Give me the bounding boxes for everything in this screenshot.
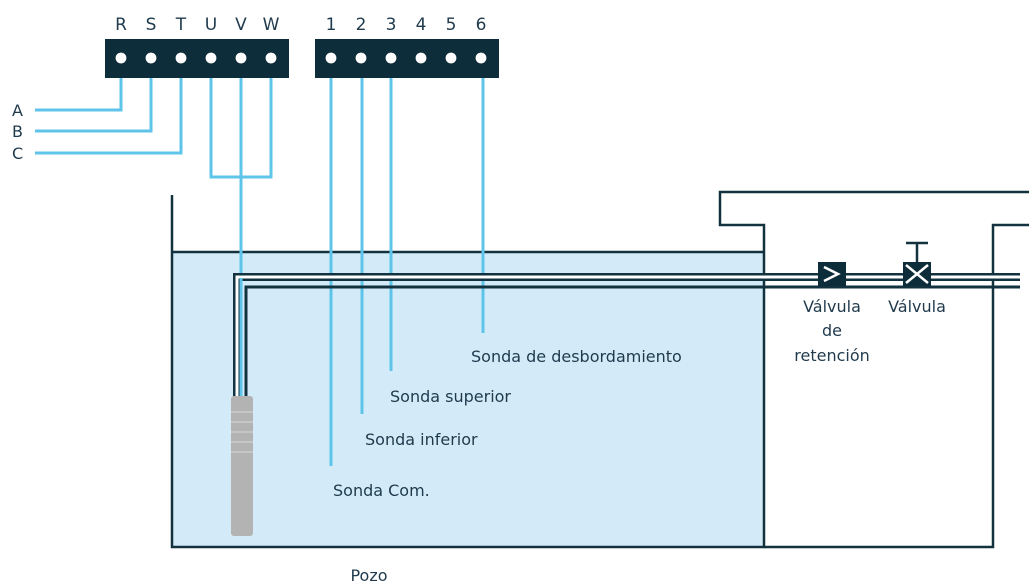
probe-wires bbox=[329, 68, 485, 466]
terminal-3-screw bbox=[384, 51, 398, 65]
terminal-label-r: R bbox=[115, 15, 127, 35]
terminal-1-screw bbox=[324, 51, 338, 65]
power-terminal-labels: R S T U V W bbox=[115, 15, 280, 35]
tank-structure bbox=[718, 190, 1029, 549]
terminal-label-t: T bbox=[175, 15, 187, 35]
terminal-5-screw bbox=[444, 51, 458, 65]
terminal-label-s: S bbox=[146, 15, 157, 35]
terminal-label-4: 4 bbox=[416, 15, 427, 35]
probe-terminal-labels: 1 2 3 4 5 6 bbox=[326, 15, 487, 35]
check-valve-label: Válvula de retención bbox=[794, 297, 870, 365]
phase-labels: A B C bbox=[12, 101, 23, 163]
well-water bbox=[172, 252, 764, 547]
terminal-s-screw bbox=[144, 51, 158, 65]
well-label: Pozo bbox=[350, 566, 387, 583]
phase-label-a: A bbox=[12, 101, 23, 120]
common-probe-label: Sonda Com. bbox=[333, 481, 430, 500]
lower-probe-label: Sonda inferior bbox=[365, 430, 478, 449]
terminal-t-screw bbox=[174, 51, 188, 65]
terminal-u-screw bbox=[204, 51, 218, 65]
submersible-pump-icon bbox=[231, 396, 253, 536]
check-valve-label-line-2: de bbox=[822, 321, 842, 340]
terminal-w-screw bbox=[264, 51, 278, 65]
terminal-2-screw bbox=[354, 51, 368, 65]
phase-wires bbox=[35, 68, 183, 155]
well-walls bbox=[170, 195, 766, 549]
terminal-label-3: 3 bbox=[386, 15, 397, 35]
terminal-v-screw bbox=[234, 51, 248, 65]
check-valve-label-line-3: retención bbox=[794, 346, 870, 365]
phase-label-c: C bbox=[12, 144, 23, 163]
check-valve-icon bbox=[818, 262, 846, 286]
terminal-label-v: V bbox=[235, 15, 247, 35]
terminal-label-6: 6 bbox=[476, 15, 487, 35]
check-valve-label-line-1: Válvula bbox=[803, 297, 861, 316]
terminal-label-2: 2 bbox=[356, 15, 367, 35]
motor-wires bbox=[209, 68, 273, 278]
discharge-pipe bbox=[233, 273, 1020, 398]
terminal-label-5: 5 bbox=[446, 15, 457, 35]
valve-label: Válvula bbox=[888, 297, 946, 316]
terminal-6-screw bbox=[474, 51, 488, 65]
upper-probe-label: Sonda superior bbox=[390, 387, 511, 406]
overflow-probe-label: Sonda de desbordamiento bbox=[471, 347, 682, 366]
terminal-label-w: W bbox=[263, 15, 280, 35]
terminal-label-u: U bbox=[205, 15, 217, 35]
phase-label-b: B bbox=[12, 122, 23, 141]
terminal-label-1: 1 bbox=[326, 15, 337, 35]
power-terminal-block bbox=[105, 39, 289, 78]
terminal-r-screw bbox=[114, 51, 128, 65]
gate-valve-icon bbox=[903, 241, 931, 286]
probe-terminal-block bbox=[315, 39, 499, 78]
terminal-4-screw bbox=[414, 51, 428, 65]
